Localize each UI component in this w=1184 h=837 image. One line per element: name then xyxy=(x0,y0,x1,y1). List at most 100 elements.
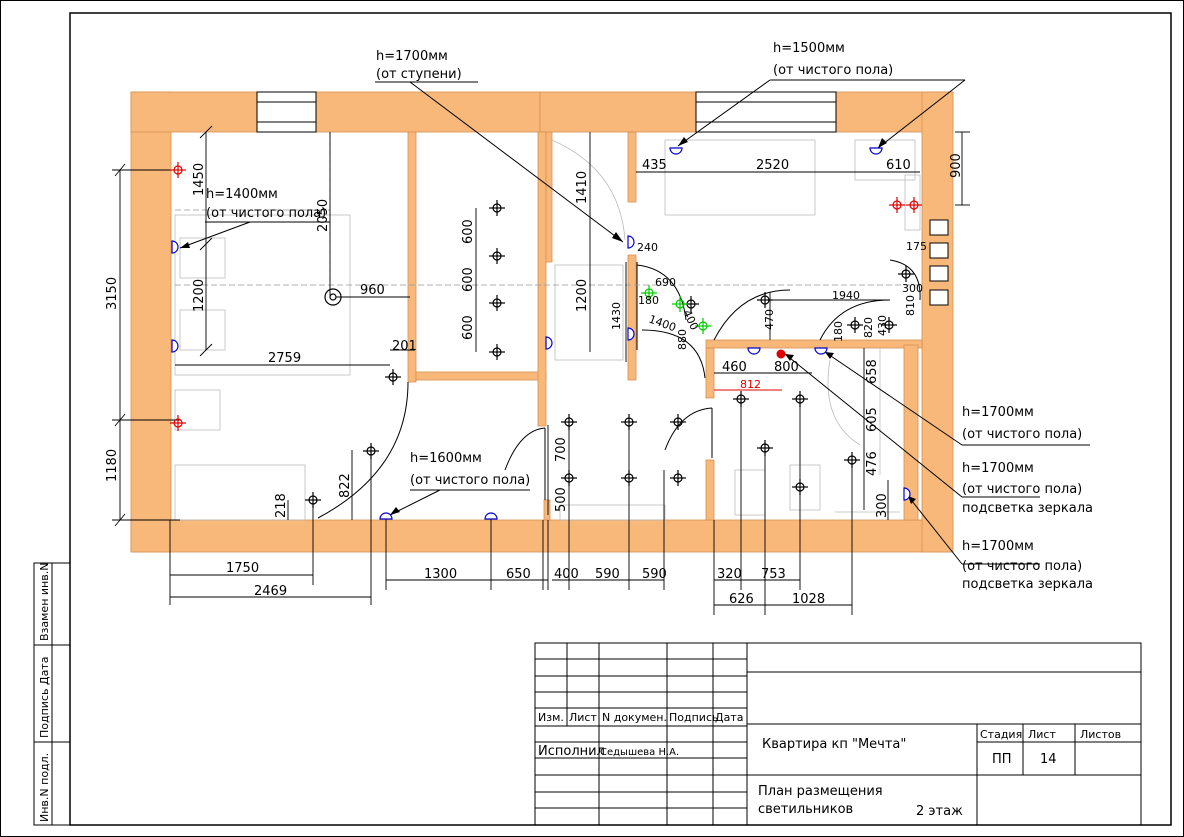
leader-arrowheads xyxy=(180,137,916,515)
green-light-icon xyxy=(695,318,711,334)
note-4-sub: (от чистого пола) xyxy=(410,473,530,488)
tb-author: Седышева Н.А. xyxy=(600,747,679,758)
dim-435: 435 xyxy=(642,158,667,173)
dim-605: 605 xyxy=(865,407,880,432)
dim-2050: 2050 xyxy=(316,199,331,232)
dim-700: 700 xyxy=(554,437,569,462)
tb-h-ndoc: N докумен. xyxy=(602,711,667,724)
dim-218: 218 xyxy=(274,493,289,518)
tb-sheet: 14 xyxy=(1040,752,1057,767)
tb-h-data: Дата xyxy=(715,711,743,724)
note-1-sub: (от ступени) xyxy=(376,67,462,82)
tb-title-l1: План размещения xyxy=(758,784,883,799)
ceiling-light-icon xyxy=(792,479,808,495)
dim-320: 320 xyxy=(717,567,742,582)
green-fixtures xyxy=(641,285,711,334)
door-swings xyxy=(317,259,921,519)
dimension-lines xyxy=(112,125,970,615)
dim-180b: 180 xyxy=(832,321,845,342)
note-5-height: h=1700мм xyxy=(962,405,1034,420)
height-notes: h=1700мм (от ступени) h=1500мм (от чисто… xyxy=(206,41,1093,592)
leader-lines xyxy=(179,79,1090,565)
note-7-sub: (от чистого пола) xyxy=(962,559,1082,574)
dim-1410: 1410 xyxy=(575,171,590,204)
dim-1450: 1450 xyxy=(192,163,207,196)
ceiling-light-icon xyxy=(733,391,749,407)
note-5-sub: (от чистого пола) xyxy=(962,427,1082,442)
sconce-icon xyxy=(379,512,393,520)
sconce-icon xyxy=(627,327,635,341)
walls xyxy=(130,91,954,553)
ceiling-light-icon xyxy=(621,470,637,486)
stamp-podpis-data: Подпись Дата xyxy=(38,657,51,738)
furniture-outlines xyxy=(174,139,921,521)
sconce-icon xyxy=(171,240,179,254)
dim-2469: 2469 xyxy=(254,584,287,599)
ceiling-lights xyxy=(305,200,914,508)
red-point-icon xyxy=(776,349,786,359)
dim-600a: 600 xyxy=(461,219,476,244)
note-6-height: h=1700мм xyxy=(962,461,1034,476)
dim-400a: 400 xyxy=(680,308,701,333)
dim-753: 753 xyxy=(761,567,786,582)
tb-stage: ПП xyxy=(992,752,1012,767)
dim-960: 960 xyxy=(360,283,385,298)
dim-1400: 1400 xyxy=(647,313,678,335)
dim-430: 430 xyxy=(876,315,889,336)
wall-sconces xyxy=(171,147,911,520)
dim-460: 460 xyxy=(722,360,747,375)
dim-690: 690 xyxy=(655,276,676,289)
dim-822: 822 xyxy=(338,473,353,498)
note-2-sub: (от чистого пола) xyxy=(773,63,893,78)
sconce-icon xyxy=(627,235,635,249)
dimension-labels: 3150 1180 1450 1200 2050 960 2759 201 60… xyxy=(105,153,964,607)
green-light-icon xyxy=(641,285,657,301)
windows xyxy=(256,91,837,133)
ceiling-light-icon xyxy=(844,452,860,468)
tb-title-l2: светильников xyxy=(758,802,853,817)
dim-820: 820 xyxy=(862,317,875,338)
ceiling-light-icon xyxy=(621,414,637,430)
stamp-inv-podl: Инв.N подл. xyxy=(38,753,51,822)
dim-1430: 1430 xyxy=(610,302,623,330)
side-stamp: Инв.N подл. Подпись Дата Взамен инв.N xyxy=(33,562,71,826)
dim-880: 880 xyxy=(676,329,689,350)
dim-1300: 1300 xyxy=(424,567,457,582)
ceiling-light-icon xyxy=(881,317,897,333)
note-3-height: h=1400мм xyxy=(206,187,278,202)
note-7-sub2: подсветка зеркала xyxy=(962,577,1093,592)
ceiling-light-icon xyxy=(757,440,773,456)
tb-role: Исполнил xyxy=(538,744,605,759)
dim-658: 658 xyxy=(865,359,880,384)
red-light-icon xyxy=(889,197,905,213)
ceiling-light-icon xyxy=(670,470,686,486)
sconce-icon xyxy=(814,347,828,355)
sconce-icon xyxy=(747,347,761,355)
ceiling-light-icon xyxy=(757,292,773,308)
dim-626: 626 xyxy=(729,592,754,607)
stamp-vzamen: Взамен инв.N xyxy=(38,563,51,641)
ceiling-light-icon xyxy=(670,414,686,430)
dim-610: 610 xyxy=(886,158,911,173)
dim-1750: 1750 xyxy=(226,561,259,576)
ceiling-light-icon xyxy=(561,470,577,486)
wardrobe-boxes xyxy=(929,219,949,306)
dim-300b: 300 xyxy=(875,493,890,518)
sconce-icon xyxy=(669,147,683,155)
ceiling-light-icon xyxy=(363,443,379,459)
ceiling-light-icon xyxy=(489,344,505,360)
sconce-icon xyxy=(903,487,911,501)
dim-800: 800 xyxy=(774,360,799,375)
tb-h-podpis: Подпись xyxy=(669,711,718,724)
ceiling-light-icon xyxy=(489,248,505,264)
tb-h-izm: Изм. xyxy=(538,711,564,724)
note-1-height: h=1700мм xyxy=(376,49,448,64)
dim-300a: 300 xyxy=(902,282,923,295)
red-fixtures xyxy=(170,162,922,431)
dim-590a: 590 xyxy=(595,567,620,582)
dim-1200a: 1200 xyxy=(192,279,207,312)
dim-1940: 1940 xyxy=(832,289,860,302)
ceiling-light-icon xyxy=(847,317,863,333)
dim-600c: 600 xyxy=(461,315,476,340)
dim-812: 812 xyxy=(740,378,761,391)
